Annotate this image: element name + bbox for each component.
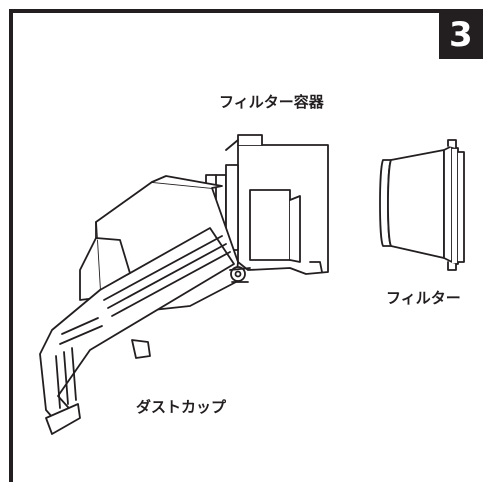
filter-label: フィルター: [386, 289, 461, 307]
dust-cup-label: ダストカップ: [136, 398, 227, 416]
step-number-badge: 3: [439, 11, 483, 59]
filter-container-part: [205, 134, 329, 275]
frame-border: [9, 9, 483, 482]
filter-part: [379, 139, 465, 271]
dust-cup-part: [39, 175, 251, 435]
filter-container-label: フィルター容器: [219, 93, 324, 111]
